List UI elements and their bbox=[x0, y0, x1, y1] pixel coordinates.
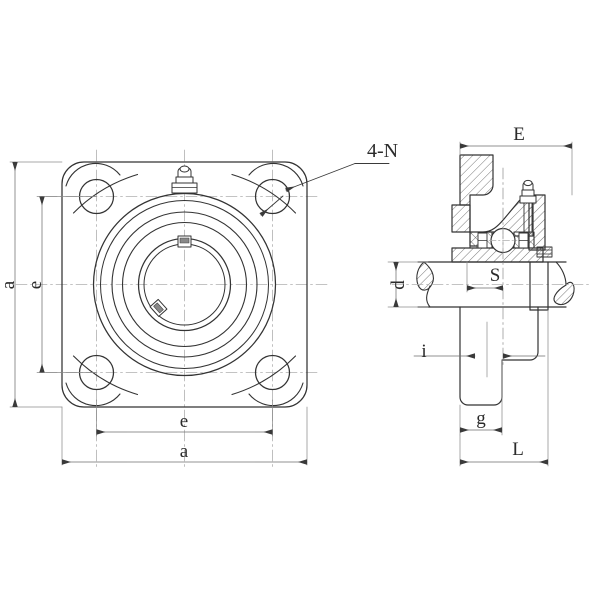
label-g: g bbox=[476, 408, 486, 429]
web-arc-top-left bbox=[72, 173, 139, 214]
nipple-tip-front bbox=[179, 165, 190, 173]
section-centerlines bbox=[486, 167, 504, 378]
label-4n: 4-N bbox=[367, 140, 398, 162]
web-arc-bottom-right bbox=[231, 355, 297, 396]
label-L: L bbox=[512, 439, 524, 460]
front-view-centerlines bbox=[15, 149, 331, 471]
nipple-shank-section bbox=[523, 202, 533, 233]
set-screw-body-section bbox=[536, 246, 553, 258]
nipple-collar-section bbox=[521, 189, 535, 197]
bolt-hole-bottom-right bbox=[254, 354, 291, 391]
nipple-tip-section bbox=[523, 179, 533, 187]
housing-left-block bbox=[459, 154, 494, 206]
nipple-base-front bbox=[171, 182, 198, 194]
flange-web-arcs bbox=[72, 173, 297, 396]
dimension-labels: 4-N a e e a E d S i g L bbox=[0, 124, 525, 462]
label-S: S bbox=[490, 265, 501, 286]
flange-outline bbox=[61, 161, 308, 408]
boss-arc-bottom-left bbox=[65, 382, 121, 407]
boss-arc-top-right bbox=[248, 162, 304, 187]
front-view bbox=[15, 149, 390, 471]
web-arc-top-right bbox=[231, 173, 297, 214]
ball-bearing bbox=[469, 226, 535, 255]
front-view-dimensions bbox=[9, 161, 308, 466]
label-e-vertical: e bbox=[25, 281, 46, 289]
hub-third-circle bbox=[111, 211, 258, 358]
boss-arc-top-left bbox=[65, 162, 121, 187]
label-d: d bbox=[388, 280, 409, 290]
bearing-outer-race bbox=[121, 221, 248, 348]
set-screw-side-socket bbox=[153, 302, 164, 314]
bearing-seals bbox=[477, 232, 529, 249]
nipple-hex-section bbox=[519, 195, 537, 204]
set-screw-section bbox=[536, 246, 553, 258]
set-screw-side bbox=[149, 298, 168, 317]
callout-4n bbox=[259, 163, 390, 217]
web-arc-bottom-left bbox=[72, 355, 139, 396]
grease-nipple-section bbox=[519, 179, 537, 233]
label-E: E bbox=[513, 124, 525, 145]
shaft-break-right-tail bbox=[555, 261, 567, 286]
callout-4n-leader-inner bbox=[259, 195, 284, 217]
callout-4n-leader bbox=[285, 163, 356, 193]
label-e-horizontal: e bbox=[180, 411, 188, 432]
base-block bbox=[459, 261, 549, 406]
shaft bbox=[391, 261, 591, 308]
set-screw-top-socket bbox=[179, 237, 190, 244]
bolt-hole-top-right bbox=[254, 178, 291, 215]
shaft-break-left bbox=[416, 261, 434, 291]
shaft-break-right bbox=[553, 281, 575, 306]
boss-arc-bottom-right bbox=[248, 382, 304, 407]
label-a-horizontal: a bbox=[180, 441, 189, 462]
label-a-vertical: a bbox=[0, 280, 19, 289]
set-screw-top bbox=[177, 235, 192, 248]
housing-left-lip bbox=[451, 204, 471, 233]
base-outline bbox=[459, 306, 539, 406]
hub-second-circle bbox=[100, 200, 269, 369]
nipple-collar-front bbox=[175, 176, 194, 184]
section-view-dimensions bbox=[387, 141, 573, 467]
shaft-break-left-tail bbox=[426, 285, 431, 308]
label-i: i bbox=[421, 341, 426, 362]
side-section-view bbox=[391, 154, 591, 406]
bolt-hole-bosses bbox=[65, 162, 304, 407]
grease-nipple-front bbox=[171, 165, 198, 194]
